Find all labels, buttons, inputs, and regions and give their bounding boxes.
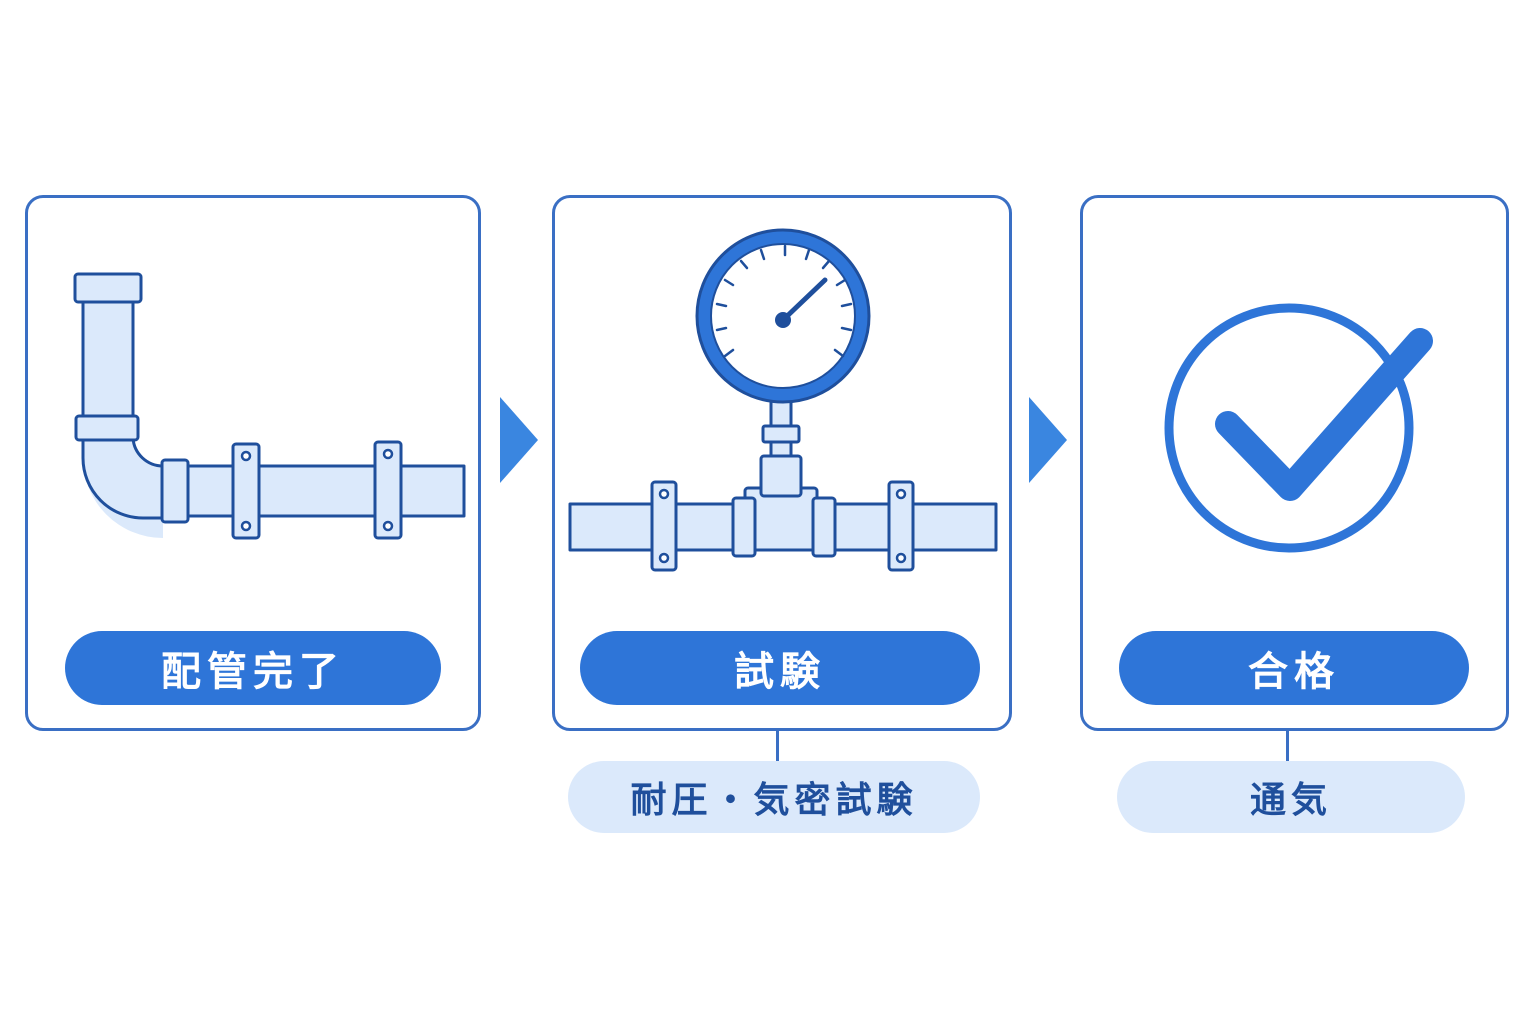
pressure-gauge-icon: [568, 228, 998, 572]
step-card-pass: 合格: [1080, 195, 1509, 731]
connector-line-test: [776, 731, 779, 761]
step-card-piping-complete: 配管完了: [25, 195, 481, 731]
chevron-right-icon: [1029, 397, 1067, 483]
connector-line-pass: [1286, 731, 1289, 761]
step-card-test: 試験: [552, 195, 1012, 731]
pipe-elbow-icon: [73, 272, 466, 540]
sub-label-ventilation: 通気: [1117, 761, 1465, 833]
step-label-test: 試験: [580, 631, 980, 705]
check-circle-icon: [1164, 303, 1433, 553]
step-label-piping-complete: 配管完了: [65, 631, 441, 705]
sub-label-pressure-airtight-test: 耐圧・気密試験: [568, 761, 980, 833]
step-label-pass: 合格: [1119, 631, 1469, 705]
chevron-right-icon: [500, 397, 538, 483]
